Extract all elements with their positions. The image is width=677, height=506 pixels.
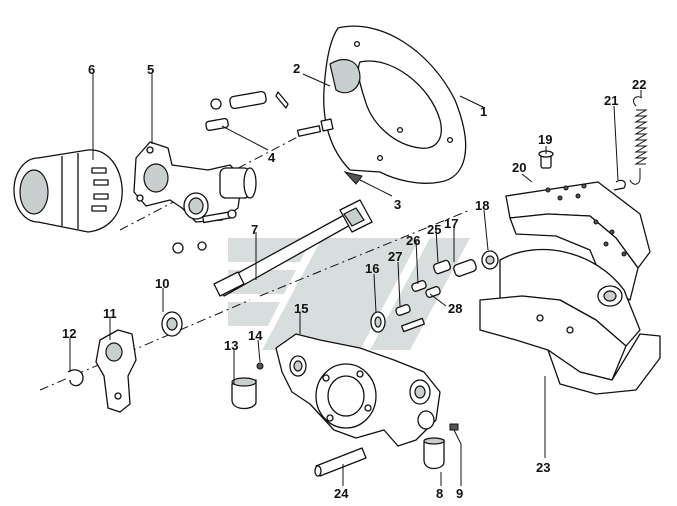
callout-19: 19 [538,132,552,147]
callout-18: 18 [475,198,489,213]
callout-25: 25 [427,222,441,237]
callout-1: 1 [480,104,487,119]
callout-5: 5 [147,62,154,77]
leader-lines [69,73,642,486]
slack-adjuster [95,329,137,413]
roller-pin [453,259,477,277]
callout-26: 26 [406,233,420,248]
callout-17: 17 [444,216,458,231]
callout-2: 2 [293,61,300,76]
callout-4: 4 [268,150,276,165]
clevis-assembly [205,90,289,132]
callout-7: 7 [251,222,258,237]
shield-bolt [296,118,334,137]
callout-8: 8 [436,486,443,501]
callout-6: 6 [88,62,95,77]
anchor-bush [423,437,445,470]
callout-11: 11 [103,306,117,321]
callout-13: 13 [224,338,238,353]
brake-shoe-lower [479,248,661,395]
bush [231,377,257,410]
cam-seal [370,311,386,333]
bracket-bolts [172,209,237,254]
callout-3: 3 [394,197,401,212]
callout-22: 22 [632,77,646,92]
return-spring [629,96,648,185]
callout-28: 28 [448,301,462,316]
callout-12: 12 [62,326,76,341]
callout-9: 9 [456,486,463,501]
dust-shield [323,25,467,184]
camshaft [213,199,373,297]
lock-screw [449,423,459,431]
brake-chamber [13,149,123,233]
spring-pieces [395,259,452,333]
shield-clip [343,171,363,185]
roller [481,250,499,270]
callout-21: 21 [604,93,618,108]
callout-23: 23 [536,460,550,475]
callout-20: 20 [512,160,526,175]
callout-16: 16 [365,261,379,276]
callout-10: 10 [155,276,169,291]
callout-27: 27 [388,249,402,264]
spring-hook [613,179,626,191]
cam-washer [161,311,183,337]
callout-15: 15 [294,301,308,316]
snap-ring [67,369,84,387]
chamber-bracket [133,141,257,223]
callout-14: 14 [248,328,263,343]
callout-24: 24 [334,486,349,501]
anchor-pin [314,447,367,477]
callout-labels: 1 2 3 4 5 6 7 8 9 10 11 12 13 14 15 16 1… [62,61,646,501]
brake-spider [275,333,441,447]
grease-nipple [256,362,264,370]
